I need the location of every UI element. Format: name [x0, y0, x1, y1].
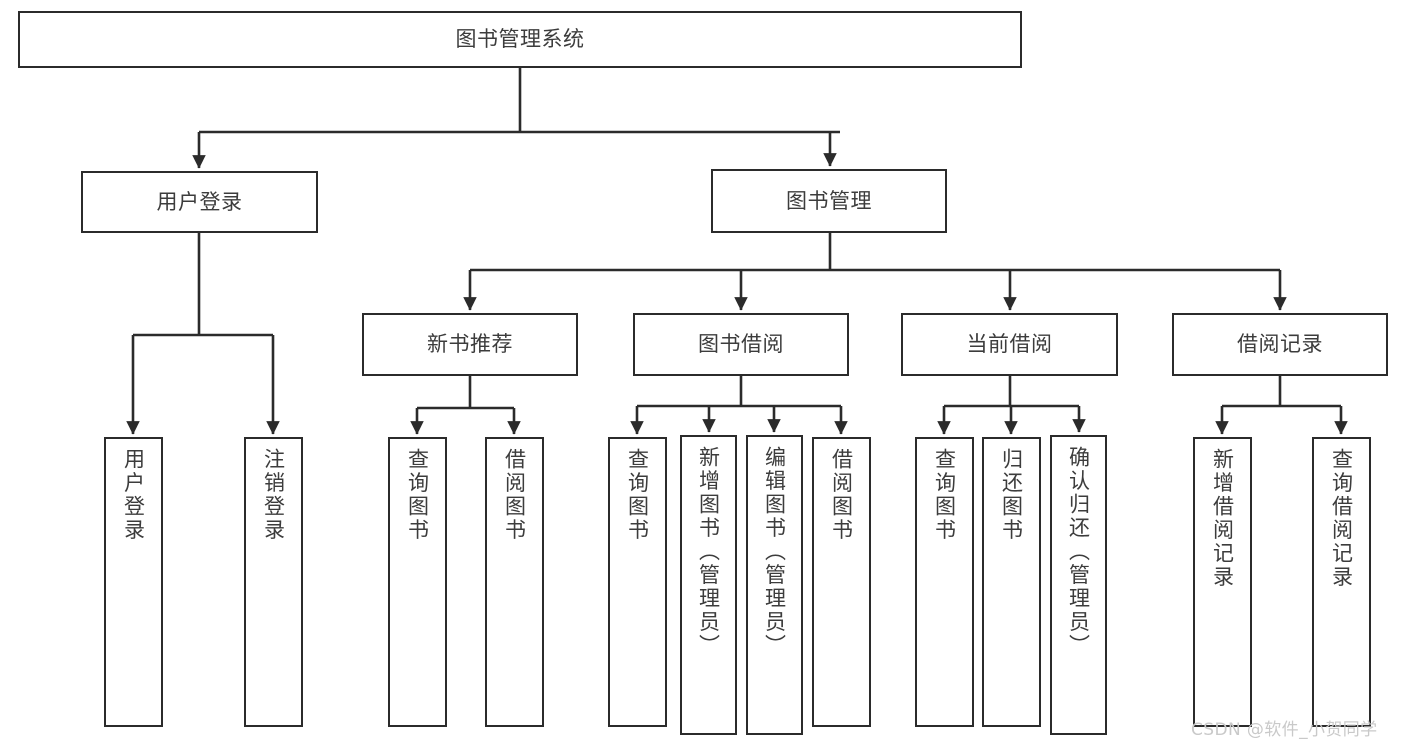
node-label: 归还图书: [999, 448, 1024, 542]
node-leaf-borrow-book-recommend[interactable]: 借阅图书: [485, 437, 544, 727]
node-label: 借阅图书: [829, 448, 854, 542]
node-label: 编辑图书（管理员）: [762, 446, 787, 658]
node-label: 当前借阅: [966, 332, 1053, 357]
node-label: 用户登录: [156, 189, 243, 214]
node-label: 用户登录: [121, 448, 146, 542]
node-leaf-add-borrow-record[interactable]: 新增借阅记录: [1193, 437, 1252, 727]
node-label: 新增借阅记录: [1210, 448, 1235, 589]
node-label: 图书管理: [786, 188, 872, 213]
node-leaf-borrow-book[interactable]: 借阅图书: [812, 437, 871, 727]
node-leaf-logout[interactable]: 注销登录: [244, 437, 303, 727]
node-label: 注销登录: [261, 448, 286, 542]
node-leaf-confirm-return-admin[interactable]: 确认归还（管理员）: [1050, 435, 1107, 735]
node-book-management[interactable]: 图书管理: [711, 169, 947, 233]
node-label: 新增图书（管理员）: [696, 446, 721, 658]
node-label: 查询图书: [405, 448, 430, 542]
node-leaf-edit-book-admin[interactable]: 编辑图书（管理员）: [746, 435, 803, 735]
node-leaf-query-book-current[interactable]: 查询图书: [915, 437, 974, 727]
node-leaf-add-book-admin[interactable]: 新增图书（管理员）: [680, 435, 737, 735]
watermark-csdn: CSDN @软件_小贺同学: [1191, 720, 1378, 740]
node-leaf-query-book-recommend[interactable]: 查询图书: [388, 437, 447, 727]
node-leaf-user-login[interactable]: 用户登录: [104, 437, 163, 727]
node-label: 新书推荐: [427, 332, 513, 357]
node-user-login[interactable]: 用户登录: [81, 171, 318, 233]
node-leaf-query-book-borrow[interactable]: 查询图书: [608, 437, 667, 727]
node-book-borrow[interactable]: 图书借阅: [633, 313, 849, 376]
node-label: 查询图书: [932, 448, 957, 542]
node-label: 查询图书: [625, 448, 650, 542]
node-borrow-record[interactable]: 借阅记录: [1172, 313, 1388, 376]
node-label: 借阅记录: [1237, 332, 1323, 357]
node-label: 查询借阅记录: [1329, 448, 1354, 589]
node-label: 图书管理系统: [455, 27, 585, 52]
node-root-book-management-system[interactable]: 图书管理系统: [18, 11, 1022, 68]
node-new-book-recommend[interactable]: 新书推荐: [362, 313, 578, 376]
node-label: 图书借阅: [698, 332, 784, 357]
node-leaf-return-book[interactable]: 归还图书: [982, 437, 1041, 727]
node-label: 确认归还（管理员）: [1066, 446, 1091, 658]
node-current-borrow[interactable]: 当前借阅: [901, 313, 1118, 376]
node-leaf-query-borrow-record[interactable]: 查询借阅记录: [1312, 437, 1371, 727]
node-label: 借阅图书: [502, 448, 527, 542]
